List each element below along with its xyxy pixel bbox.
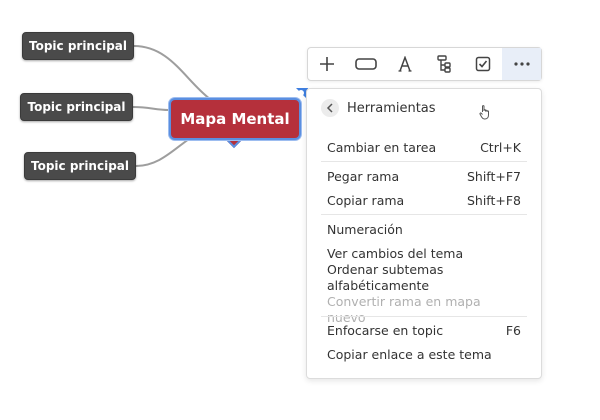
tree-structure-icon — [437, 55, 451, 73]
rounded-rectangle-icon — [355, 58, 378, 70]
topic-label: Topic principal — [28, 39, 128, 53]
menu-item-label: Convertir rama en mapa nuevo — [327, 294, 481, 325]
checkbox-icon — [475, 56, 490, 72]
more-button[interactable] — [502, 48, 541, 80]
menu-item-copy-topic-link[interactable]: Copiar enlace a este tema — [327, 347, 521, 363]
structure-button[interactable] — [424, 48, 463, 80]
menu-item-label: Cambiar en tarea — [327, 140, 437, 155]
topic-label: Topic principal — [30, 159, 130, 173]
menu-item-label: Enfocarse en topic — [327, 323, 444, 338]
plus-icon — [320, 57, 335, 71]
floating-toolbar — [307, 47, 542, 81]
menu-item-shortcut: Shift+F8 — [466, 193, 521, 208]
collapse-corner-icon[interactable] — [296, 88, 308, 100]
menu-item-paste-branch[interactable]: Pegar rama Shift+F7 — [327, 169, 521, 185]
shape-button[interactable] — [347, 48, 386, 80]
menu-item-copy-branch[interactable]: Copiar rama Shift+F8 — [327, 193, 521, 209]
menu-item-label: Ver cambios del tema — [327, 246, 464, 261]
menu-item-label: Numeración — [327, 222, 403, 237]
menu-item-label: Copiar rama — [327, 193, 405, 208]
menu-item-shortcut: F6 — [505, 323, 521, 338]
topic-node[interactable]: Topic principal — [22, 32, 134, 60]
connector-line-1 — [133, 45, 211, 100]
letter-a-icon — [398, 56, 412, 72]
hand-cursor-icon — [479, 105, 489, 120]
menu-title: Herramientas — [347, 100, 436, 116]
menu-item-convert-to-task[interactable]: Cambiar en tarea Ctrl+K — [327, 140, 521, 156]
central-topic-label: Mapa Mental — [180, 110, 290, 128]
text-format-button[interactable] — [386, 48, 425, 80]
more-dots-icon — [513, 62, 530, 66]
task-button[interactable] — [463, 48, 502, 80]
menu-item-convert-branch-to-map: Convertir rama en mapa nuevo — [327, 294, 521, 326]
topic-node[interactable]: Topic principal — [20, 93, 133, 121]
topic-label: Topic principal — [27, 100, 126, 114]
menu-separator — [321, 316, 527, 317]
menu-header: Herramientas — [321, 98, 436, 118]
topic-node[interactable]: Topic principal — [24, 152, 136, 180]
menu-item-view-topic-changes[interactable]: Ver cambios del tema — [327, 246, 521, 262]
menu-item-focus-topic[interactable]: Enfocarse en topic F6 — [327, 323, 521, 339]
back-button[interactable] — [321, 99, 339, 117]
menu-separator — [321, 161, 527, 162]
menu-item-shortcut: Shift+F7 — [466, 169, 521, 184]
connector-line-2 — [132, 106, 170, 111]
tools-menu: Herramientas Cambiar en tarea Ctrl+K Peg… — [306, 88, 542, 379]
menu-item-numbering[interactable]: Numeración — [327, 222, 521, 238]
menu-item-label: Pegar rama — [327, 169, 400, 184]
menu-separator — [321, 214, 527, 215]
add-topic-button[interactable] — [308, 48, 347, 80]
menu-item-shortcut: Ctrl+K — [480, 140, 521, 155]
menu-item-sort-subtopics[interactable]: Ordenar subtemas alfabéticamente — [327, 262, 467, 294]
menu-item-label: Copiar enlace a este tema — [327, 347, 492, 362]
chevron-left-icon — [326, 103, 333, 113]
menu-item-label: Ordenar subtemas alfabéticamente — [327, 262, 444, 293]
central-topic[interactable]: Mapa Mental — [169, 98, 301, 140]
